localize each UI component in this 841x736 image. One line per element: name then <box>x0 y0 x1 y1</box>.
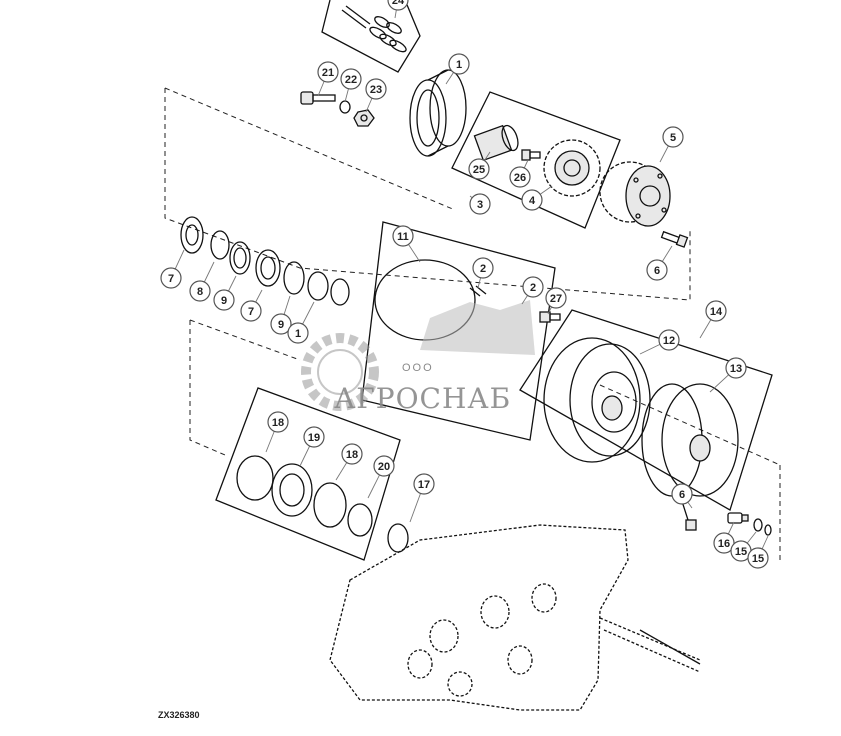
diagram-reference-code: ZX326380 <box>158 710 200 720</box>
callout-number: 19 <box>308 432 320 444</box>
callout-number: 16 <box>718 538 730 550</box>
washer-b <box>764 524 772 536</box>
callout-number: 6 <box>679 489 685 501</box>
callout-number: 14 <box>710 306 723 318</box>
callout-c24: 24 <box>387 0 409 19</box>
callout-c7b: 7 <box>240 289 263 322</box>
callout-c17: 17 <box>409 473 435 523</box>
callout-number: 15 <box>752 553 764 565</box>
callout-c27: 27 <box>545 287 567 315</box>
callout-c23: 23 <box>365 78 387 113</box>
callout-number: 9 <box>278 319 284 331</box>
callout-c22: 22 <box>340 68 362 103</box>
callout-c8: 8 <box>189 261 215 302</box>
callout-number: 2 <box>530 282 536 294</box>
callout-c4: 4 <box>521 185 553 211</box>
callout-number: 4 <box>529 195 536 207</box>
callout-number: 2 <box>480 263 486 275</box>
callout-number: 13 <box>730 363 742 375</box>
clutch-assembly-box <box>519 309 773 511</box>
watermark-company-name: АГРОСНАБ <box>334 382 512 415</box>
callout-number: 9 <box>221 295 227 307</box>
snap-ring <box>387 523 409 553</box>
cover-plate-box <box>361 221 556 441</box>
callout-c5: 5 <box>659 126 684 163</box>
callout-number: 15 <box>735 546 747 558</box>
callout-number: 26 <box>514 172 526 184</box>
callout-number: 1 <box>456 59 462 71</box>
sprocket-hub <box>599 161 671 227</box>
callout-c10: 1 <box>287 301 315 344</box>
hub-bolt <box>660 230 689 248</box>
callout-number: 25 <box>473 164 485 176</box>
callout-number: 11 <box>397 231 409 243</box>
callout-number: 17 <box>418 479 430 491</box>
callout-c3: 3 <box>469 193 491 215</box>
bolt <box>300 91 336 105</box>
callout-number: 24 <box>392 0 405 7</box>
chain-coupling <box>409 69 467 157</box>
callout-number: 18 <box>272 417 284 429</box>
callout-c9a: 9 <box>213 275 237 311</box>
chain-link-kit-box <box>321 0 421 73</box>
callout-number: 20 <box>378 461 390 473</box>
callout-c26: 26 <box>509 159 531 188</box>
mount-bolt <box>727 512 749 524</box>
output-shaft <box>599 617 701 673</box>
callout-c13: 13 <box>709 357 747 393</box>
snap-ring-kit <box>236 455 373 537</box>
sprocket-kit-box <box>451 91 621 229</box>
callout-number: 18 <box>346 449 358 461</box>
callout-c18b: 18 <box>335 443 363 481</box>
callout-c6a: 6 <box>646 245 673 281</box>
callout-c7a: 7 <box>160 249 185 289</box>
callout-number: 7 <box>248 306 254 318</box>
callout-number: 22 <box>345 74 357 86</box>
callout-c11: 11 <box>392 225 421 263</box>
watermark-company-prefix: ООО <box>402 362 434 374</box>
cover-bolt <box>539 311 561 323</box>
small-bolt <box>521 149 541 161</box>
callout-c14: 14 <box>699 300 727 339</box>
callout-number: 7 <box>168 273 174 285</box>
callout-number: 5 <box>670 132 676 144</box>
callout-number: 1 <box>295 328 301 340</box>
callout-c20: 20 <box>367 455 395 499</box>
nut <box>353 109 375 127</box>
sprocket-small <box>543 139 601 197</box>
callout-c9b: 9 <box>270 295 292 335</box>
callout-c12: 12 <box>639 329 680 355</box>
callout-c19: 19 <box>299 426 325 467</box>
clutch-pulley <box>543 337 651 463</box>
callout-number: 23 <box>370 84 382 96</box>
callout-number: 6 <box>654 265 660 277</box>
callout-number: 27 <box>550 293 562 305</box>
callout-c2a: 2 <box>472 257 494 289</box>
callout-c15b: 15 <box>747 535 769 569</box>
callout-number: 3 <box>477 199 483 211</box>
bearing-ring-row <box>180 216 350 306</box>
callout-c16: 16 <box>713 521 735 554</box>
washer-a <box>753 518 763 532</box>
transmission-housing <box>329 524 629 711</box>
watermark-logo <box>301 300 535 411</box>
shaft-hub <box>473 124 519 162</box>
callout-c25: 25 <box>468 151 491 180</box>
clutch-coil <box>641 383 739 531</box>
callout-c18a: 18 <box>265 411 289 453</box>
callout-number: 21 <box>322 67 334 79</box>
callout-c21: 21 <box>317 61 339 97</box>
callout-c1: 1 <box>445 53 470 85</box>
callout-c2b: 2 <box>521 276 544 305</box>
bearing-kit-box <box>215 387 401 561</box>
callout-c6b: 6 <box>671 483 693 509</box>
callout-number: 12 <box>663 335 675 347</box>
callout-number: 8 <box>197 286 203 298</box>
washer <box>339 100 351 114</box>
